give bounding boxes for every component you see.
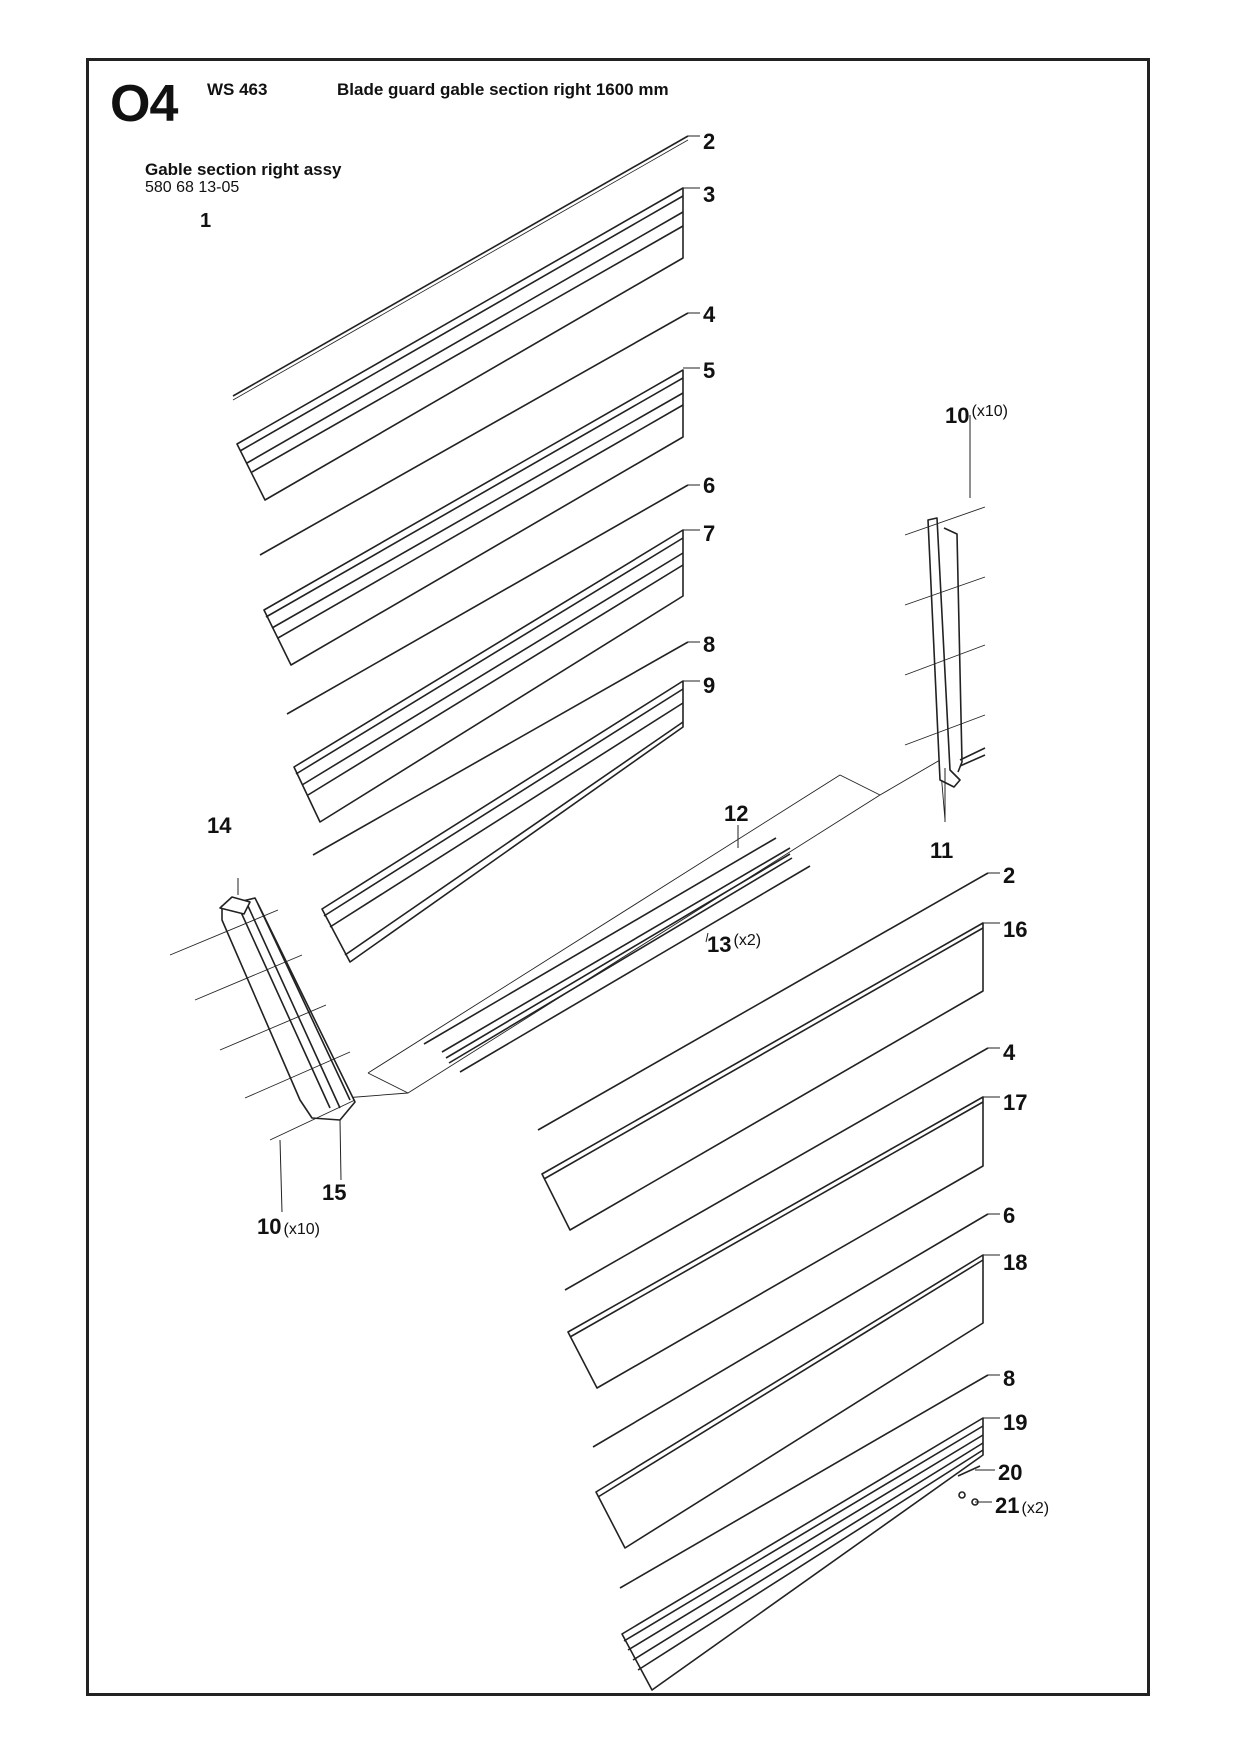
part-rod-6-lower — [592, 1213, 989, 1448]
part-rod-13a — [423, 837, 777, 1045]
part-rod-2-lower — [537, 872, 989, 1131]
part-rod-4-lower — [564, 1047, 989, 1291]
callout-11: 11 — [930, 838, 954, 863]
callout-10-lower: 10(x10) — [257, 1214, 320, 1239]
part-bracket-20 — [957, 1465, 981, 1477]
callout-6: 6 — [703, 473, 716, 498]
callout-7: 7 — [703, 521, 716, 546]
callout-8: 8 — [703, 632, 716, 657]
assembly-part-number: 580 68 13-05 — [145, 179, 240, 196]
part-profile-7 — [293, 529, 684, 823]
part-profile-9 — [321, 680, 684, 963]
part-panel-17 — [567, 1096, 984, 1389]
callout-5: 5 — [703, 358, 716, 383]
callout-8-lower: 8 — [1003, 1366, 1016, 1391]
callout-2-lower: 2 — [1003, 863, 1016, 888]
part-panel-18 — [595, 1254, 984, 1549]
part-rod-2-upper — [232, 135, 689, 397]
callout-4: 4 — [703, 302, 716, 327]
callout-15: 15 — [322, 1180, 347, 1205]
callout-19: 19 — [1003, 1410, 1028, 1435]
callout-21: 21(x2) — [995, 1493, 1050, 1518]
part-clip-14 — [219, 896, 251, 915]
section-code: O4 — [110, 75, 178, 133]
part-rod-6-upper — [286, 484, 689, 715]
callout-6-lower: 6 — [1003, 1203, 1016, 1228]
callout-9: 9 — [703, 673, 716, 698]
part-rod-8-lower — [619, 1374, 989, 1589]
model-number: WS 463 — [207, 80, 268, 99]
callout-18: 18 — [1003, 1250, 1028, 1275]
callout-10-upper: 10(x10) — [945, 403, 1008, 428]
part-rod-13b — [459, 865, 811, 1073]
assembly-name: Gable section right assy — [145, 160, 342, 179]
part-screw-21a — [958, 1491, 966, 1499]
callout-17: 17 — [1003, 1090, 1028, 1115]
callout-14: 14 — [207, 813, 232, 838]
callout-3: 3 — [703, 182, 716, 207]
part-profile-19 — [621, 1417, 984, 1691]
part-strip-12 — [441, 847, 791, 1053]
part-panel-16 — [541, 922, 984, 1231]
assembly-ref: 1 — [200, 210, 212, 232]
part-profile-3 — [236, 187, 684, 501]
drawing-frame — [86, 58, 1150, 1696]
part-profile-5-body — [263, 369, 684, 666]
callout-20: 20 — [998, 1460, 1023, 1485]
callout-16: 16 — [1003, 917, 1028, 942]
page-title: Blade guard gable section right 1600 mm — [337, 80, 669, 99]
part-rod-4-upper — [259, 312, 689, 556]
part-rod-8-upper — [312, 641, 689, 856]
callout-12: 12 — [724, 801, 749, 826]
callout-2: 2 — [703, 129, 716, 154]
part-gable-plate-11 — [904, 506, 986, 788]
callout-13: 13(x2) — [707, 932, 762, 957]
callout-4-lower: 4 — [1003, 1040, 1016, 1065]
part-gable-plate-15 — [169, 897, 356, 1141]
